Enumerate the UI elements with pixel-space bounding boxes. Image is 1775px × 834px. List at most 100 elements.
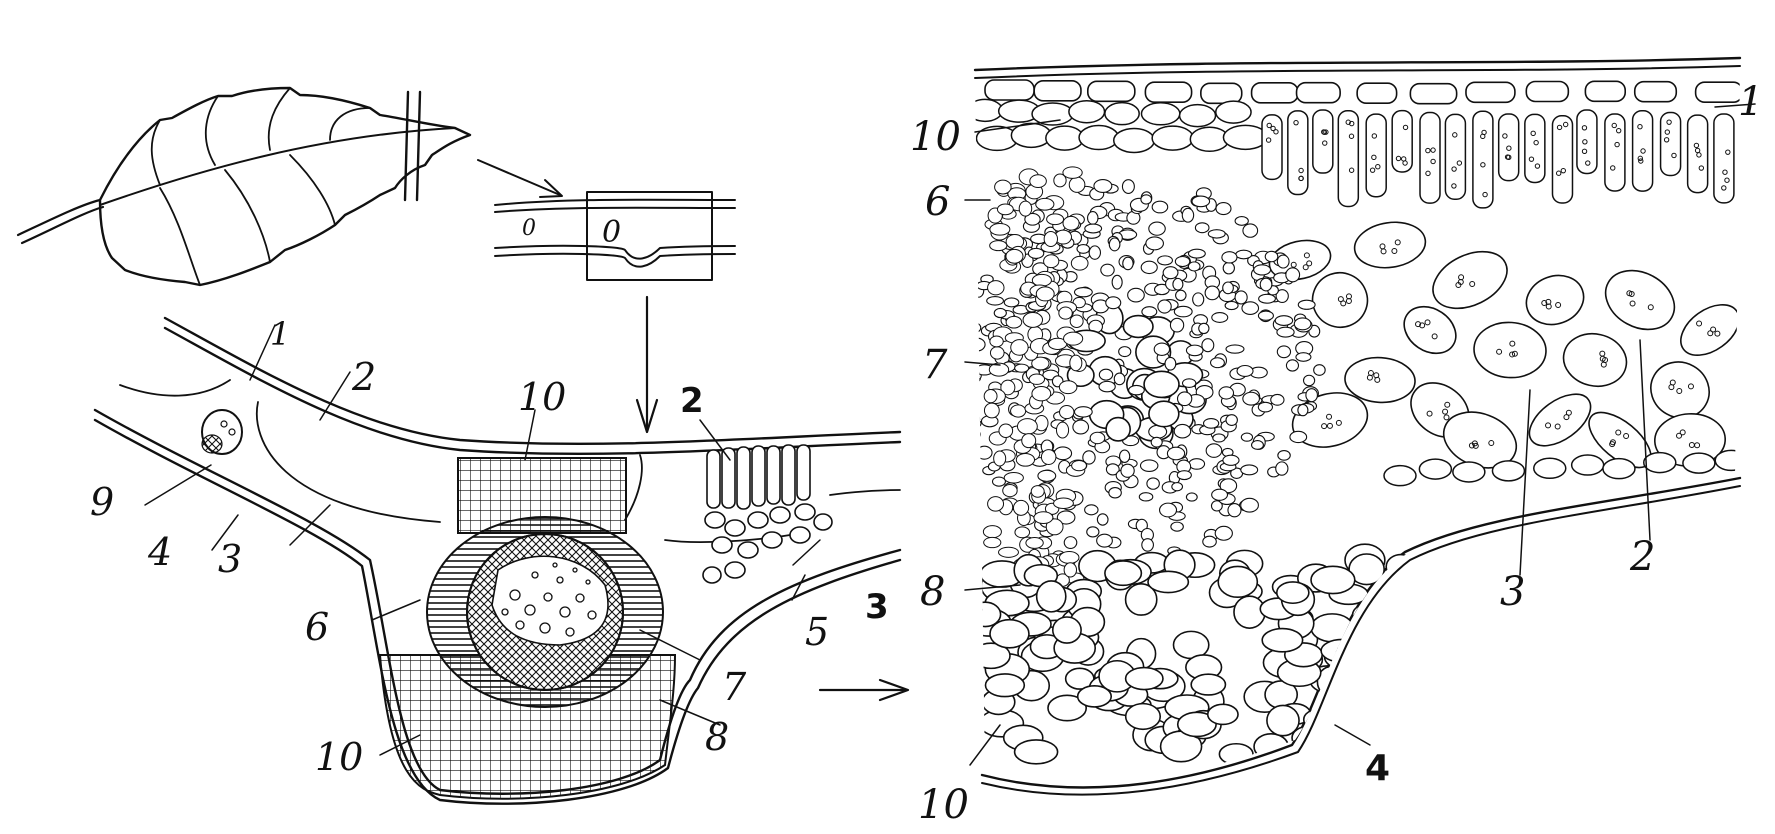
vascular-cell xyxy=(1253,264,1272,276)
sclerenchyma-cell xyxy=(1015,452,1036,467)
vascular-cell xyxy=(1204,285,1220,301)
palisade-cell xyxy=(1686,114,1709,194)
sclerenchyma-cell xyxy=(1005,248,1024,264)
chloroplast xyxy=(1290,261,1297,268)
chloroplast xyxy=(1582,139,1588,145)
chloroplast xyxy=(1530,130,1536,137)
vascular-cell xyxy=(1127,287,1145,303)
vascular-cell xyxy=(1093,179,1113,193)
chloroplast xyxy=(1502,133,1508,139)
vascular-cell xyxy=(1185,492,1198,502)
chloroplast xyxy=(1545,303,1552,310)
vascular-cell xyxy=(1120,463,1135,478)
vascular-cell xyxy=(1172,277,1184,291)
left-label-4: 4 xyxy=(147,530,172,574)
chloroplast xyxy=(1265,137,1272,143)
sclerenchyma-cell xyxy=(1069,314,1084,328)
vascular-cell xyxy=(1198,322,1210,335)
small-section-label-right: 0 xyxy=(602,215,621,250)
chloroplast xyxy=(1565,409,1572,416)
vascular-cell xyxy=(1236,364,1254,377)
sclerenchyma-cell xyxy=(1031,356,1050,371)
chloroplast xyxy=(1348,133,1355,139)
palisade-cells-small xyxy=(702,444,833,584)
lower-collenchyma-cell xyxy=(1357,600,1401,633)
vascular-cell xyxy=(1173,423,1192,439)
chloroplast xyxy=(1306,260,1313,267)
vascular-cell xyxy=(975,418,982,429)
sclerenchyma-cell xyxy=(1031,385,1052,402)
sclerenchyma-cell xyxy=(1012,499,1030,516)
lower-collenchyma-cell xyxy=(1358,697,1396,727)
chloroplast xyxy=(1509,351,1516,358)
vascular-cell xyxy=(1128,384,1145,396)
chloroplast xyxy=(1430,158,1436,165)
chloroplast xyxy=(1451,183,1457,189)
vascular-cell xyxy=(1108,487,1122,499)
vascular-cell xyxy=(1111,274,1123,290)
chloroplast xyxy=(1375,164,1381,170)
upper-epidermis-cell xyxy=(1409,82,1458,105)
vascular-cell xyxy=(1219,478,1238,494)
chloroplast xyxy=(1610,165,1616,171)
chloroplast xyxy=(1326,422,1333,429)
chloroplast xyxy=(1640,148,1646,154)
sclerenchyma-cell xyxy=(989,240,1008,252)
vascular-cell xyxy=(961,397,973,408)
vascular-cell xyxy=(1201,338,1215,353)
vascular-cell xyxy=(959,407,973,418)
vascular-cell xyxy=(1274,315,1294,326)
sclerenchyma-cell xyxy=(1071,459,1087,472)
vascular-cell xyxy=(975,373,981,384)
chloroplast xyxy=(1273,129,1279,135)
vascular-cell xyxy=(1171,481,1184,492)
small-cross-section: 0 0 xyxy=(494,191,736,281)
sclerenchyma-cell xyxy=(1053,173,1067,188)
sclerenchyma-cell xyxy=(989,335,1004,348)
vascular-cell xyxy=(1175,289,1187,302)
sclerenchyma-cell xyxy=(1045,518,1064,536)
chloroplast xyxy=(1371,133,1378,139)
sclerenchyma-cell xyxy=(983,389,998,404)
chloroplast xyxy=(1560,167,1566,174)
chloroplast xyxy=(1545,422,1552,429)
vascular-cell xyxy=(976,445,993,460)
vascular-cell xyxy=(1250,440,1264,450)
arrow-leaf-to-section xyxy=(477,159,563,198)
vascular-cell xyxy=(1118,449,1131,463)
lower-collenchyma-cell xyxy=(1358,621,1400,650)
sclerenchyma-cell xyxy=(1000,379,1016,396)
lower-collenchyma-cell xyxy=(1320,638,1364,663)
vascular-cell xyxy=(1212,433,1226,443)
vascular-cell xyxy=(1222,261,1235,275)
vascular-cell xyxy=(1211,488,1229,501)
chloroplast xyxy=(1468,442,1475,449)
vascular-cell xyxy=(1174,255,1191,268)
chloroplast xyxy=(1458,274,1465,281)
chloroplast xyxy=(1710,326,1717,333)
sclerenchyma-cell xyxy=(1025,536,1044,549)
sclerenchyma-cell xyxy=(1040,449,1057,465)
lower-epidermis-cell xyxy=(1533,457,1567,480)
collenchyma-cell xyxy=(1140,102,1181,126)
sclerenchyma-cell xyxy=(998,546,1019,558)
chloroplast xyxy=(1687,383,1694,390)
vascular-cell xyxy=(1148,400,1180,428)
upper-epidermis-cell xyxy=(1356,82,1398,105)
left-label-3: 3 xyxy=(218,537,242,581)
palisade-cell xyxy=(1365,113,1387,198)
lower-collenchyma-cell xyxy=(1356,693,1395,725)
vascular-cell xyxy=(1211,312,1229,323)
chloroplast xyxy=(1671,152,1677,159)
vascular-cell xyxy=(1275,461,1289,476)
chloroplast xyxy=(1679,429,1686,436)
sclerenchyma-cell xyxy=(983,402,1000,419)
sclerenchyma-cell xyxy=(1005,315,1023,329)
sclerenchyma-cell xyxy=(989,222,1011,236)
arrow-down xyxy=(635,295,659,434)
chloroplast xyxy=(1609,441,1616,448)
sclerenchyma-cell xyxy=(983,536,1002,549)
sclerenchyma-cell xyxy=(1062,166,1083,179)
lower-collenchyma-cell xyxy=(1386,590,1422,625)
